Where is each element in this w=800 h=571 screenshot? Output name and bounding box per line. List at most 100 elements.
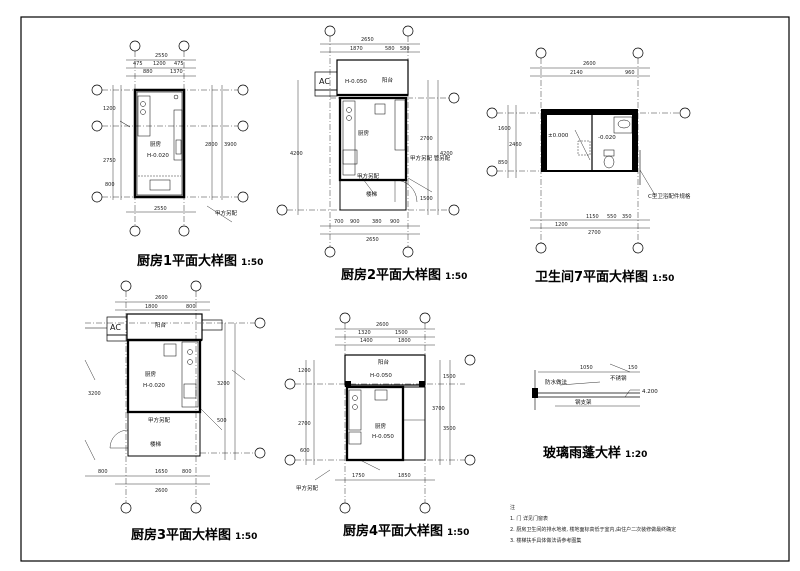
kitchen3-scale: 1:50 — [235, 532, 258, 542]
bath7-scale: 1:50 — [652, 274, 675, 284]
b7-dim-b3: 350 — [622, 214, 632, 220]
k4-balcony-label: 阳台 — [378, 358, 390, 366]
k4-note: 甲方另配 — [296, 484, 319, 492]
kitchen4-labels: 2600 1320 1500 1400 1800 1750 1850 1200 … — [296, 322, 456, 492]
k3-dim-right-b: 500 — [217, 418, 227, 424]
kitchen4-title-text: 厨房4平面大样图 — [343, 524, 444, 539]
kitchen3-labels: 2600 1800 800 2600 800 1650 800 3200 320… — [88, 295, 230, 494]
k3-level: H-0.020 — [143, 383, 165, 389]
k1-dim-a: 475 — [133, 61, 143, 67]
k2-note1: 甲方另配 — [357, 172, 380, 180]
k2-dim-b4: 900 — [390, 219, 400, 225]
k3-dim-a: 1800 — [145, 304, 158, 310]
k2-dim-b: 580 — [385, 46, 395, 52]
kitchen1-labels: 2550 475 1200 475 880 1370 2550 1200 275… — [103, 53, 238, 217]
b7-dim-left-b: 2460 — [509, 142, 522, 148]
k2-ac-label: AC — [319, 77, 330, 86]
k2-dim-b1: 700 — [334, 219, 344, 225]
note-item-1: 1. 门 详见门窗表 — [510, 516, 548, 522]
k1-dim-left-b: 2750 — [103, 158, 116, 164]
k1-level: H-0.020 — [147, 153, 169, 159]
note-item-2: 2. 厨房卫生间的排水地坡, 楼地面标高低于室内,由住户二次装修做最终确定 — [510, 527, 677, 533]
kitchen2-plan — [276, 25, 460, 258]
k4-room-label: 厨房 — [375, 422, 387, 430]
bath7-plan — [486, 47, 691, 254]
k3-dim-bottom-total: 2600 — [155, 488, 168, 494]
k3-dim-b3: 800 — [182, 469, 192, 475]
k2-dim-right-c: 1500 — [420, 196, 433, 202]
k1-dim-left-c: 800 — [105, 182, 115, 188]
k3-ac-label: AC — [110, 323, 121, 332]
sheet-border — [20, 16, 790, 562]
k2-stair-label: 楼梯 — [366, 190, 378, 198]
k4-dim-b2: 1850 — [398, 473, 411, 479]
bath7-title-text: 卫生间7平面大样图 — [535, 270, 649, 285]
k3-dim-b2: 1650 — [155, 469, 168, 475]
canopy-title-text: 玻璃雨蓬大样 — [543, 446, 622, 461]
k4-level: H-0.050 — [370, 373, 392, 379]
k2-dim-a: 1870 — [350, 46, 363, 52]
k4-dim-left-c: 600 — [300, 448, 310, 454]
k3-dim-top-total: 2600 — [155, 295, 168, 301]
bath7-labels: 2600 2140 960 1200 1150 550 350 2700 160… — [498, 61, 691, 236]
k2-dim-b2: 900 — [350, 219, 360, 225]
k1-dim-left-a: 1200 — [103, 106, 116, 112]
k3-dim-b1: 800 — [98, 469, 108, 475]
k4-dim-right-c: 3500 — [443, 426, 456, 432]
k4-dim-d: 1800 — [398, 338, 411, 344]
b7-dim-left-a: 1600 — [498, 126, 511, 132]
k2-dim-c: 580 — [400, 46, 410, 52]
k4-dim-top-total: 2600 — [376, 322, 389, 328]
k4-dim-left-b: 2700 — [298, 421, 311, 427]
k1-dim-e: 1370 — [170, 69, 183, 75]
b7-dim-b2: 550 — [607, 214, 617, 220]
b7-dim-b1: 1150 — [586, 214, 599, 220]
k4-dim-b1: 1750 — [352, 473, 365, 479]
k2-dim-left: 4200 — [290, 151, 303, 157]
k1-note: 甲方另配 — [215, 209, 238, 217]
k4-dim-left-a: 1200 — [298, 368, 311, 374]
canopy-detail — [532, 363, 640, 410]
kitchen1-scale: 1:50 — [241, 258, 264, 268]
k4-dim-a: 1320 — [358, 330, 371, 336]
canopy-labels: 1050 150 防水做法 钢支架 不锈钢 4.200 — [545, 365, 658, 406]
k3-dim-right-a: 3200 — [217, 381, 230, 387]
kitchen4-scale: 1:50 — [447, 528, 470, 538]
k4-dim-c: 1400 — [360, 338, 373, 344]
kitchen2-title-text: 厨房2平面大样图 — [341, 268, 442, 283]
k1-dim-bottom: 2550 — [154, 206, 167, 212]
canopy-note1: 防水做法 — [545, 378, 568, 386]
k1-dim-d: 880 — [143, 69, 153, 75]
kitchen2-labels: 2650 1870 580 580 2650 700 900 380 900 4… — [290, 37, 453, 243]
kitchen3-title-text: 厨房3平面大样图 — [131, 528, 232, 543]
note-item-3: 3. 楼梯扶手具体做法请参考图集 — [510, 538, 582, 544]
k4-dim-right-a: 3700 — [432, 406, 445, 412]
b7-dim-b4: 2700 — [588, 230, 601, 236]
k2-dim-right-a: 2700 — [420, 136, 433, 142]
b7-dim-b0: 1200 — [555, 222, 568, 228]
b7-level2: -0.020 — [598, 135, 616, 141]
b7-note: C型卫浴配件规格 — [648, 192, 691, 200]
notes-head: 注 — [510, 505, 516, 511]
k2-note2: 甲方另配 管另配 — [410, 154, 451, 162]
k3-dim-b: 800 — [186, 304, 196, 310]
kitchen3-plan — [84, 280, 266, 514]
k3-room-label: 厨房 — [145, 370, 157, 378]
k3-note: 甲方另配 — [148, 416, 171, 424]
canopy-scale: 1:20 — [625, 450, 648, 460]
b7-dim-top-total: 2600 — [583, 61, 596, 67]
k2-dim-right-b: 4200 — [440, 151, 453, 157]
k2-dim-bottom-total: 2650 — [366, 237, 379, 243]
canopy-note2: 钢支架 — [575, 398, 592, 406]
kitchen1-title-text: 厨房1平面大样图 — [137, 254, 238, 269]
canopy-note3: 不锈钢 — [610, 374, 627, 382]
b7-dim-left-c: 850 — [498, 160, 508, 166]
k2-dim-b3: 380 — [372, 219, 382, 225]
b7-dim-b: 960 — [625, 70, 635, 76]
